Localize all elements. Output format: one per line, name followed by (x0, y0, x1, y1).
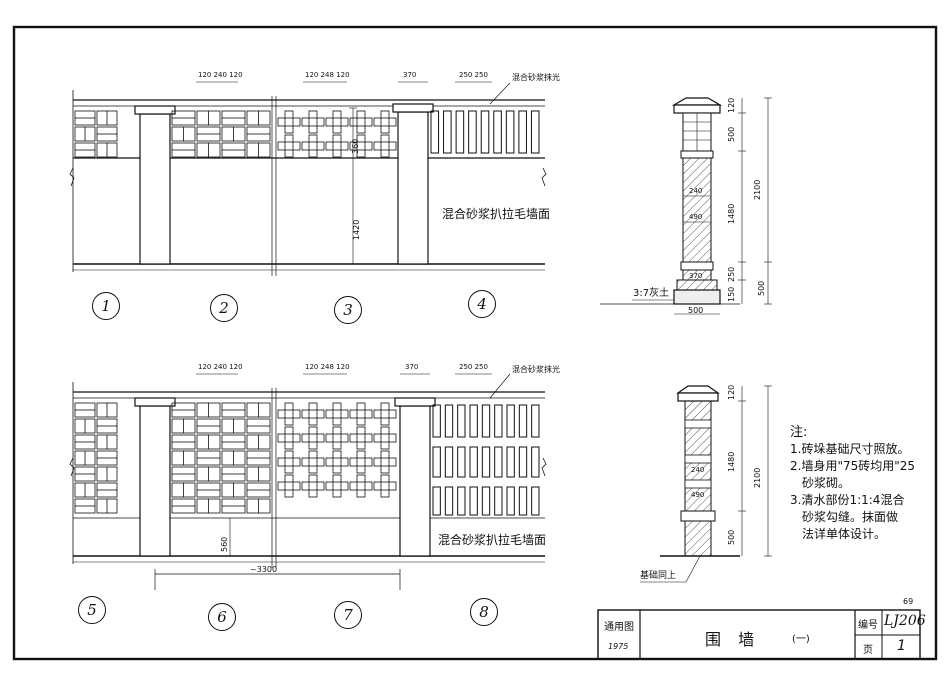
notes-line-1: 1.砖垛基础尺寸照放。 (790, 441, 920, 458)
notes-line-2: 2.墙身用"75砖均用"25 (790, 458, 920, 475)
bottom-span-dim: ~3300 (250, 565, 277, 574)
bottom-dims-panel7: 120 248 120 (305, 363, 350, 371)
top-height-dim: 1420 (352, 220, 361, 240)
top-dims-panel4: 250 250 (459, 71, 488, 79)
sec1-d-top: 120 (727, 98, 736, 113)
pier-2 (398, 112, 428, 264)
tb-code: LJ206 (884, 613, 926, 629)
tb-code-label: 编号 (858, 616, 878, 631)
pier-cap-3 (135, 398, 175, 406)
panel-number-5: 5 (78, 596, 106, 624)
sec1-d-base1: 250 (727, 267, 736, 282)
notes-line-3: 砂浆砌。 (790, 475, 920, 492)
bottom-dims-panel8: 250 250 (459, 363, 488, 371)
bottom-dim-pier: 370 (405, 363, 418, 371)
sec1-d-base2: 150 (727, 287, 736, 302)
panel-number-2: 2 (210, 294, 238, 322)
tb-year: 1975 (608, 642, 628, 651)
tb-subtitle: (一) (792, 630, 810, 645)
section-top (600, 98, 772, 314)
sec1-d-mid: 1480 (727, 204, 736, 224)
panel-number-3: 3 (334, 296, 362, 324)
tb-standard-label: 通用图 (604, 618, 634, 633)
panel-number-4: 4 (468, 290, 496, 318)
notes-block: 注: 1.砖垛基础尺寸照放。 2.墙身用"75砖均用"25 砂浆砌。 3.清水部… (790, 424, 920, 543)
notes-line-4: 3.清水部份1:1:4混合 (790, 492, 920, 509)
top-dim-pier: 370 (403, 71, 416, 79)
notes-line-5: 砂浆勾缝。抹面做 (790, 509, 920, 526)
sec1-d-base3: 500 (757, 281, 766, 296)
panel-number-7: 7 (334, 601, 362, 629)
sec1-w-370: 370 (689, 272, 702, 280)
top-wall-note: 混合砂浆扒拉毛墙面 (442, 205, 550, 222)
sec1-d-upper: 500 (727, 127, 736, 142)
top-inner-dim: 360 (351, 139, 360, 154)
tb-title: 围 墙 (705, 626, 760, 650)
sec2-d-mid: 1480 (727, 452, 736, 472)
pier-cap-2 (393, 104, 433, 112)
notes-line-6: 法详单体设计。 (790, 526, 920, 543)
pier-1 (140, 114, 170, 264)
corner-mark: 69 (903, 597, 913, 606)
sec1-d-total: 2100 (753, 180, 762, 200)
sec2-d-top: 120 (727, 385, 736, 400)
panel-number-6: 6 (208, 603, 236, 631)
top-dims-panel2: 120 240 120 (198, 71, 243, 79)
sec1-w-500: 500 (688, 306, 703, 315)
top-dims-panel3: 120 248 120 (305, 71, 350, 79)
sec1-w-240: 240 (689, 187, 702, 195)
bottom-coping-note: 混合砂浆抹光 (512, 365, 560, 374)
sec2-d-total: 2100 (753, 468, 762, 488)
tb-page-label: 页 (863, 641, 873, 656)
pier-4 (400, 406, 430, 556)
sec2-foundation-note: 基础同上 (640, 572, 676, 581)
bottom-wall-note: 混合砂浆扒拉毛墙面 (438, 531, 546, 548)
panel-number-1: 1 (92, 292, 120, 320)
bottom-base-dim: 560 (220, 537, 229, 552)
pier-cap-4 (395, 398, 435, 406)
pier-cap-1 (135, 106, 175, 114)
sec1-soil-note: 3:7灰土 (633, 289, 669, 298)
notes-heading: 注: (790, 424, 920, 441)
bottom-dims-panel6: 120 240 120 (198, 363, 243, 371)
sec2-d-base: 500 (727, 530, 736, 545)
tb-page: 1 (897, 638, 906, 654)
sec1-w-490: 490 (689, 213, 702, 221)
pier-3 (140, 406, 170, 556)
sec2-w-240: 240 (691, 466, 704, 474)
panel-number-8: 8 (470, 598, 498, 626)
top-coping-note: 混合砂浆抹光 (512, 73, 560, 82)
sec2-w-490: 490 (691, 491, 704, 499)
